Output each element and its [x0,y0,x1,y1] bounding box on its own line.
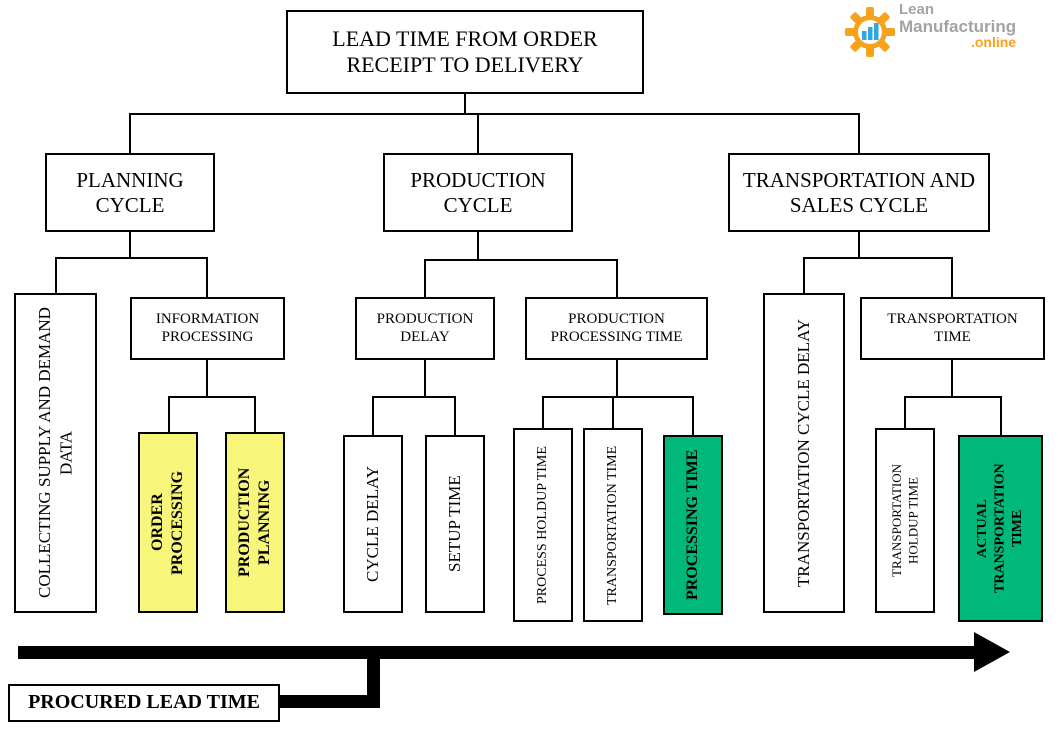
node-processing-time: PROCESSING TIME [663,435,723,615]
node-actual-transportation-time: ACTUAL TRANSPORTATION TIME [958,435,1043,622]
node-transportation-holdup-time: TRANSPORTATION HOLDUP TIME [875,428,935,613]
connector [424,360,426,397]
node-cycle-delay: CYCLE DELAY [343,435,403,613]
node-production-planning-label: PRODUCTION PLANNING [236,467,273,578]
connector [454,396,456,435]
node-information-processing: INFORMATION PROCESSING [130,297,285,360]
connector [464,94,466,115]
connector [858,232,860,259]
connector [477,113,479,153]
connector [129,113,131,153]
node-production-processing-time-label: PRODUCTION PROCESSING TIME [550,310,683,345]
connector [129,113,860,115]
node-setup-time-label: SETUP TIME [445,475,465,573]
connector [1000,396,1002,435]
connector [951,360,953,397]
node-production-delay-label: PRODUCTION DELAY [376,310,474,345]
connector [424,259,618,261]
connector [542,396,544,428]
connector [55,257,208,259]
node-transportation-cycle-delay-label: TRANSPORTATION CYCLE DELAY [794,318,814,588]
connector [477,232,479,260]
procured-lead-time-box: PROCURED LEAD TIME [8,684,280,722]
connector [904,396,1002,398]
node-transportation-time-group: TRANSPORTATION TIME [860,297,1045,360]
node-collecting-label: COLLECTING SUPPLY AND DEMAND DATA [35,307,76,599]
logo-text: Lean Manufacturing .online [899,2,1016,50]
connector [372,396,374,435]
node-transportation-time: TRANSPORTATION TIME [583,428,643,622]
node-production-planning: PRODUCTION PLANNING [225,432,285,613]
node-processing-time-label: PROCESSING TIME [684,449,701,601]
connector [424,259,426,299]
node-transportation-time-group-label: TRANSPORTATION TIME [887,310,1018,345]
node-process-holdup-time: PROCESS HOLDUP TIME [513,428,573,622]
connector [168,396,170,434]
connector [612,396,614,428]
node-transportation-time-label: TRANSPORTATION TIME [605,445,621,605]
connector [542,396,694,398]
node-production-processing-time: PRODUCTION PROCESSING TIME [525,297,708,360]
node-transportation-sales-cycle: TRANSPORTATION AND SALES CYCLE [728,153,990,232]
connector [55,257,57,295]
connector [951,257,953,299]
node-order-processing-label: ORDER PROCESSING [149,470,186,575]
node-setup-time: SETUP TIME [425,435,485,613]
connector [904,396,906,428]
connector [803,257,805,295]
timeline-bar [18,646,976,659]
connector [372,396,456,398]
node-process-holdup-time-label: PROCESS HOLDUP TIME [535,446,551,604]
node-transportation-holdup-time-label: TRANSPORTATION HOLDUP TIME [888,463,920,578]
node-production-cycle-label: PRODUCTION CYCLE [410,167,546,217]
node-root: LEAD TIME FROM ORDER RECEIPT TO DELIVERY [286,10,644,94]
node-collecting-supply-demand-data: COLLECTING SUPPLY AND DEMAND DATA [14,293,97,613]
connector [168,396,256,398]
node-transportation-cycle-delay: TRANSPORTATION CYCLE DELAY [763,293,845,613]
node-transportation-sales-cycle-label: TRANSPORTATION AND SALES CYCLE [742,167,976,217]
connector [616,360,618,397]
node-root-label: LEAD TIME FROM ORDER RECEIPT TO DELIVERY [332,26,598,77]
connector [616,259,618,299]
procured-connector-horizontal [279,695,380,708]
connector [206,257,208,299]
logo-text-manufacturing: Manufacturing [899,16,1017,36]
node-cycle-delay-label: CYCLE DELAY [363,466,383,583]
node-production-cycle: PRODUCTION CYCLE [383,153,573,232]
procured-lead-time-label: PROCURED LEAD TIME [28,691,260,714]
node-planning-cycle: PLANNING CYCLE [45,153,215,232]
timeline-arrowhead-icon [974,632,1010,672]
node-production-delay: PRODUCTION DELAY [355,297,495,360]
node-actual-transportation-time-label: ACTUAL TRANSPORTATION TIME [975,463,1026,594]
connector [858,113,860,153]
gear-chart-icon [845,7,895,57]
connector [129,232,131,259]
connector [803,257,953,259]
node-information-processing-label: INFORMATION PROCESSING [155,310,260,345]
logo-text-online: .online [970,34,1017,51]
node-planning-cycle-label: PLANNING CYCLE [76,167,184,217]
connector [254,396,256,434]
procured-connector-vertical [367,652,380,708]
node-order-processing: ORDER PROCESSING [138,432,198,613]
lean-manufacturing-logo: Lean Manufacturing .online [843,2,1016,59]
connector [206,360,208,397]
logo-text-lean: Lean [899,1,935,18]
connector [692,396,694,435]
